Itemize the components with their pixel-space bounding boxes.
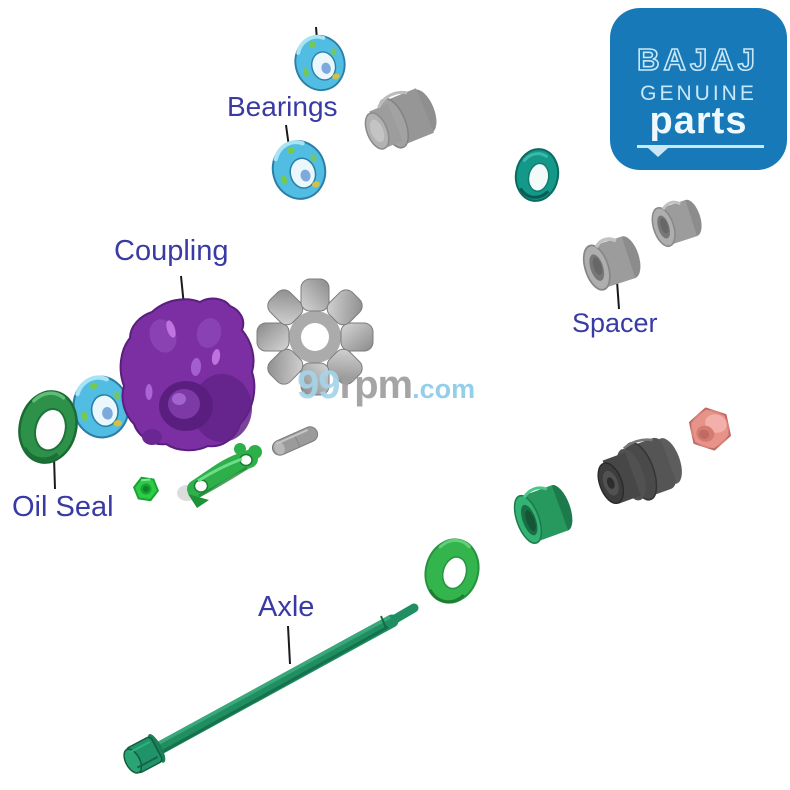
bush-cap-icon [364,88,437,150]
ball-bearing-middle-icon [264,133,334,207]
green-lock-nut-icon [132,476,160,502]
logo-brand-text: BAJAJ [637,42,759,77]
logo-parts-text: parts [649,100,748,142]
pink-nut-icon [689,407,731,451]
axle-bolt-icon [123,603,419,774]
watermark-prefix: 99 [297,363,340,407]
axle-label: Axle [258,591,315,623]
retainer-bracket-icon [177,443,262,508]
logo-underline [637,145,764,148]
watermark-middle: rpm [339,363,414,407]
bajaj-brand-icon: BAJAJ [636,41,759,78]
leader-lines [53,26,620,665]
green-sleeve-spacer-icon [513,485,573,545]
dowel-pin-icon [271,426,319,456]
watermark: 99rpm.com [297,363,475,408]
dark-hub-bushing-icon [597,437,682,504]
rubber-damper-icon [256,278,374,396]
ball-bearing-top-icon [287,28,353,98]
oil-seal-icon [18,390,78,464]
spacer-label: Spacer [572,308,658,338]
oil-seal-label: Oil Seal [12,491,114,523]
logo-arrow-icon [648,148,668,157]
bajaj-genuine-parts-logo: BAJAJ GENUINE parts [610,8,787,170]
logo-genuine-text: GENUINE [640,82,757,105]
watermark-suffix: .com [412,374,476,404]
green-washer-icon [424,538,480,604]
small-teal-seal-icon [514,148,560,202]
leader-oil-seal [53,456,56,490]
spacer-upper-icon [646,193,708,251]
leader-spacer [616,280,620,310]
spacer-lower-icon [576,229,648,295]
coupling-hub-icon [119,297,256,452]
leader-axle [287,625,291,665]
bearings-label: Bearings [227,91,338,122]
coupling-label: Coupling [114,235,229,267]
